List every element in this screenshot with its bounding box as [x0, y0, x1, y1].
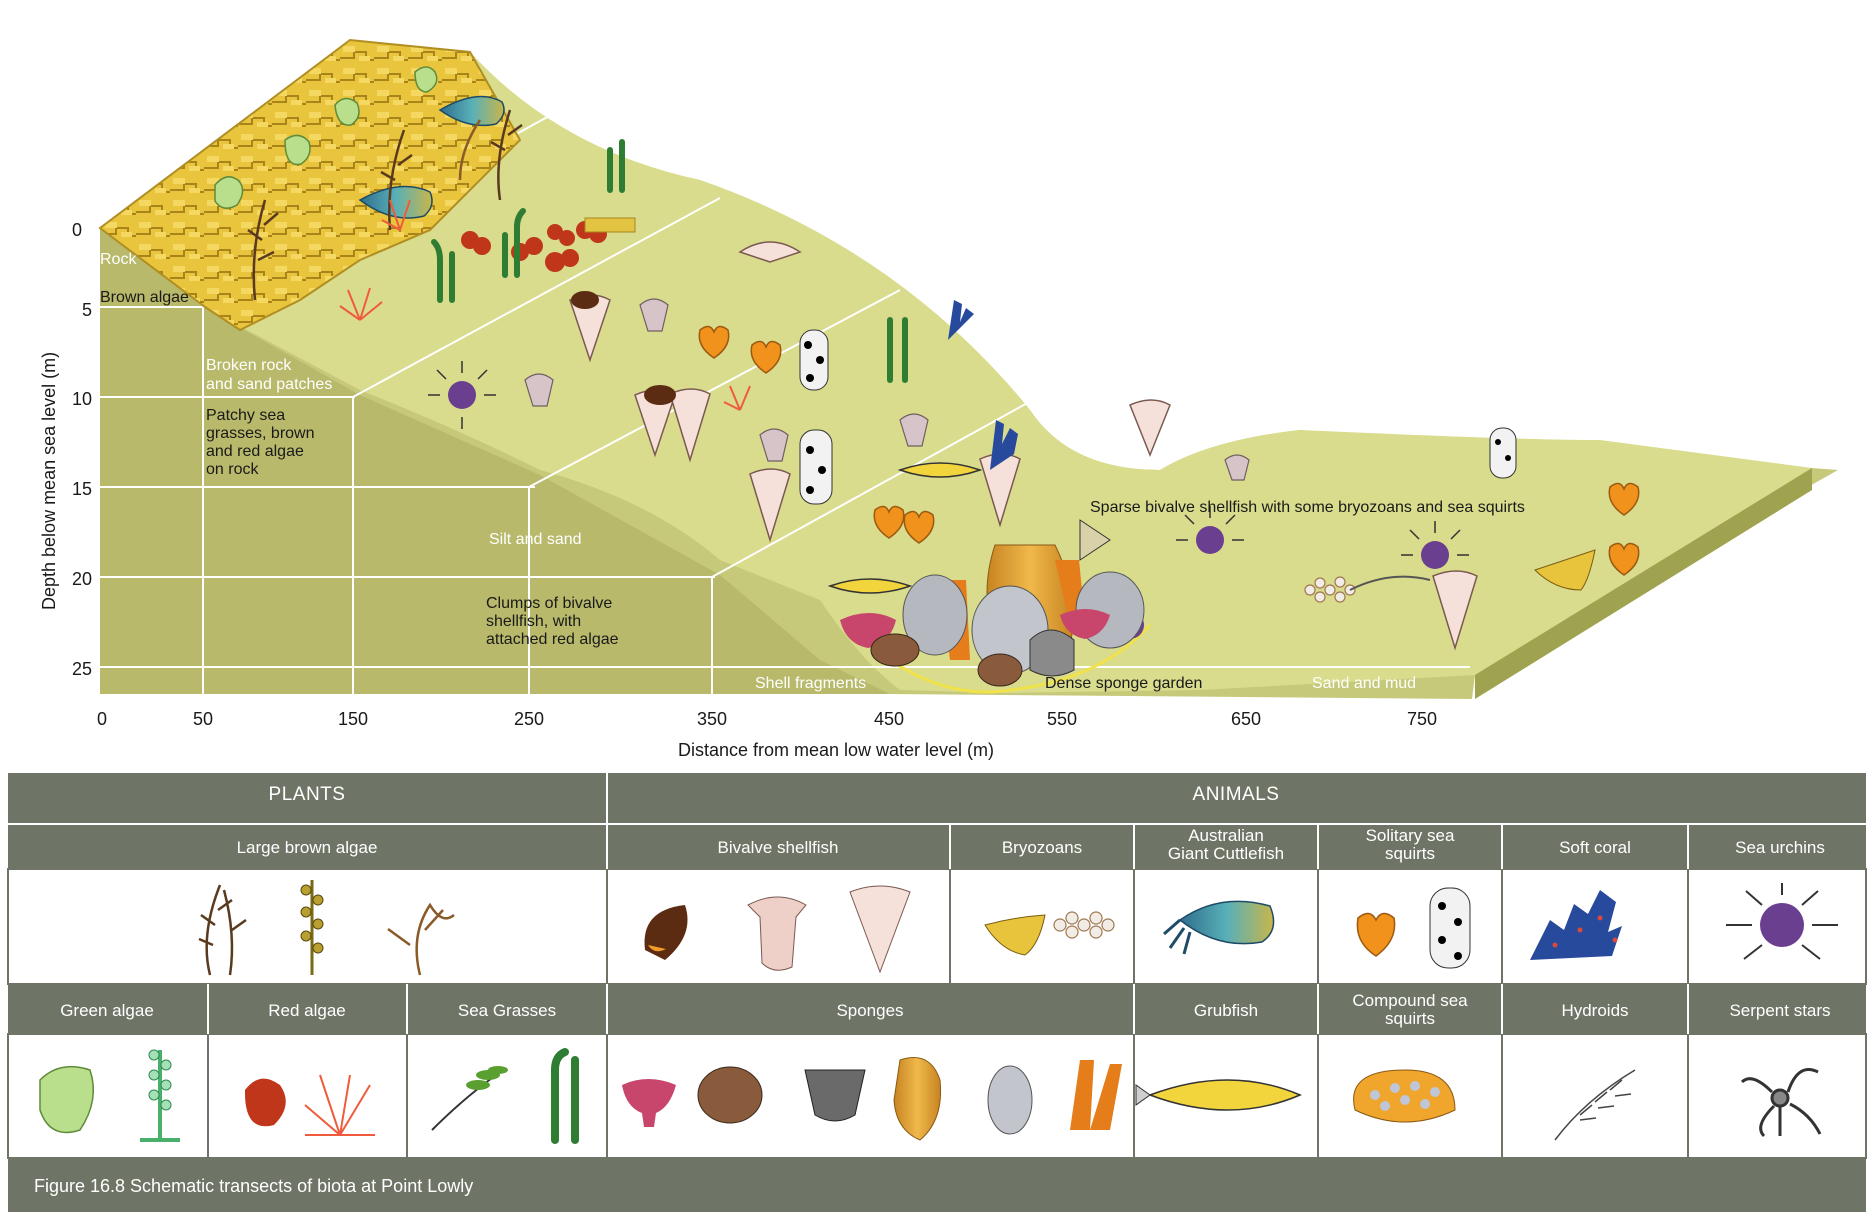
legend-red-algae: Red algae — [268, 1001, 346, 1020]
zone-dense-sponge-label: Dense sponge garden — [1045, 675, 1202, 692]
zone-patchy-label-3: and red algae — [206, 443, 304, 460]
legend-green-algae: Green algae — [60, 1001, 154, 1020]
figure-caption: Figure 16.8 Schematic transects of biota… — [34, 1176, 473, 1196]
zone-patchy-label-1: Patchy sea — [206, 407, 285, 424]
y-tick-5: 5 — [82, 300, 92, 320]
legend-serpent-stars: Serpent stars — [1729, 1001, 1830, 1020]
legend-sponges: Sponges — [836, 1001, 903, 1020]
zone-sand-mud-label: Sand and mud — [1312, 675, 1416, 692]
zone-patchy-label-2: grasses, brown — [206, 425, 315, 442]
legend-bivalve-shellfish: Bivalve shellfish — [718, 838, 839, 857]
y-tick-10: 10 — [72, 389, 92, 409]
y-tick-20: 20 — [72, 569, 92, 589]
zone-shell-fragments-label: Shell fragments — [755, 675, 866, 692]
legend-compound-1: Compound sea — [1352, 991, 1468, 1010]
zone-patchy-label-4: on rock — [206, 461, 259, 478]
zone-broken-rock-label: Broken rock — [206, 357, 292, 374]
y-tick-0: 0 — [72, 220, 82, 240]
x-tick-150: 150 — [338, 709, 368, 729]
y-tick-15: 15 — [72, 479, 92, 499]
legend-grubfish: Grubfish — [1194, 1001, 1258, 1020]
x-tick-250: 250 — [514, 709, 544, 729]
legend-large-brown-algae: Large brown algae — [237, 838, 378, 857]
x-axis-title: Distance from mean low water level (m) — [678, 740, 994, 760]
y-tick-25: 25 — [72, 659, 92, 679]
x-tick-450: 450 — [874, 709, 904, 729]
legend-compound-2: squirts — [1385, 1009, 1435, 1028]
y-axis: Depth below mean sea level (m) 0 5 10 15… — [39, 220, 92, 679]
x-axis: 0 50 150 250 350 450 550 650 750 Distanc… — [97, 709, 1437, 760]
y-axis-title: Depth below mean sea level (m) — [39, 352, 59, 610]
legend-solitary-1: Solitary sea — [1366, 826, 1455, 845]
seabed-block — [100, 40, 1838, 699]
legend-cuttlefish-2: Giant Cuttlefish — [1168, 844, 1284, 863]
x-tick-0: 0 — [97, 709, 107, 729]
zone-sparse-label: Sparse bivalve shellfish with some bryoz… — [1090, 499, 1525, 516]
legend-bryozoans: Bryozoans — [1002, 838, 1082, 857]
x-tick-550: 550 — [1047, 709, 1077, 729]
zone-broken-rock-label-2: and sand patches — [206, 376, 332, 393]
legend-hydroids: Hydroids — [1561, 1001, 1628, 1020]
zone-clumps-label-3: attached red algae — [486, 631, 619, 648]
x-tick-50: 50 — [193, 709, 213, 729]
plants-header: PLANTS — [269, 784, 346, 805]
zone-silt-label: Silt and sand — [489, 531, 582, 548]
legend-solitary-2: squirts — [1385, 844, 1435, 863]
zone-clumps-label-1: Clumps of bivalve — [486, 595, 612, 612]
x-tick-350: 350 — [697, 709, 727, 729]
legend-table: PLANTS ANIMALS Large brown algae Bivalve… — [8, 773, 1866, 1212]
x-tick-650: 650 — [1231, 709, 1261, 729]
animals-header: ANIMALS — [1193, 784, 1280, 805]
zone-rock-label: Rock — [100, 251, 137, 268]
legend-cuttlefish-1: Australian — [1188, 826, 1264, 845]
zone-clumps-label-2: shellfish, with — [486, 613, 581, 630]
legend-sea-urchins: Sea urchins — [1735, 838, 1825, 857]
compound-sea-squirt-legend-icon — [1354, 1070, 1455, 1122]
zone-brown-algae-label: Brown algae — [100, 289, 189, 306]
legend-soft-coral: Soft coral — [1559, 838, 1631, 857]
x-tick-750: 750 — [1407, 709, 1437, 729]
legend-sea-grasses: Sea Grasses — [458, 1001, 556, 1020]
